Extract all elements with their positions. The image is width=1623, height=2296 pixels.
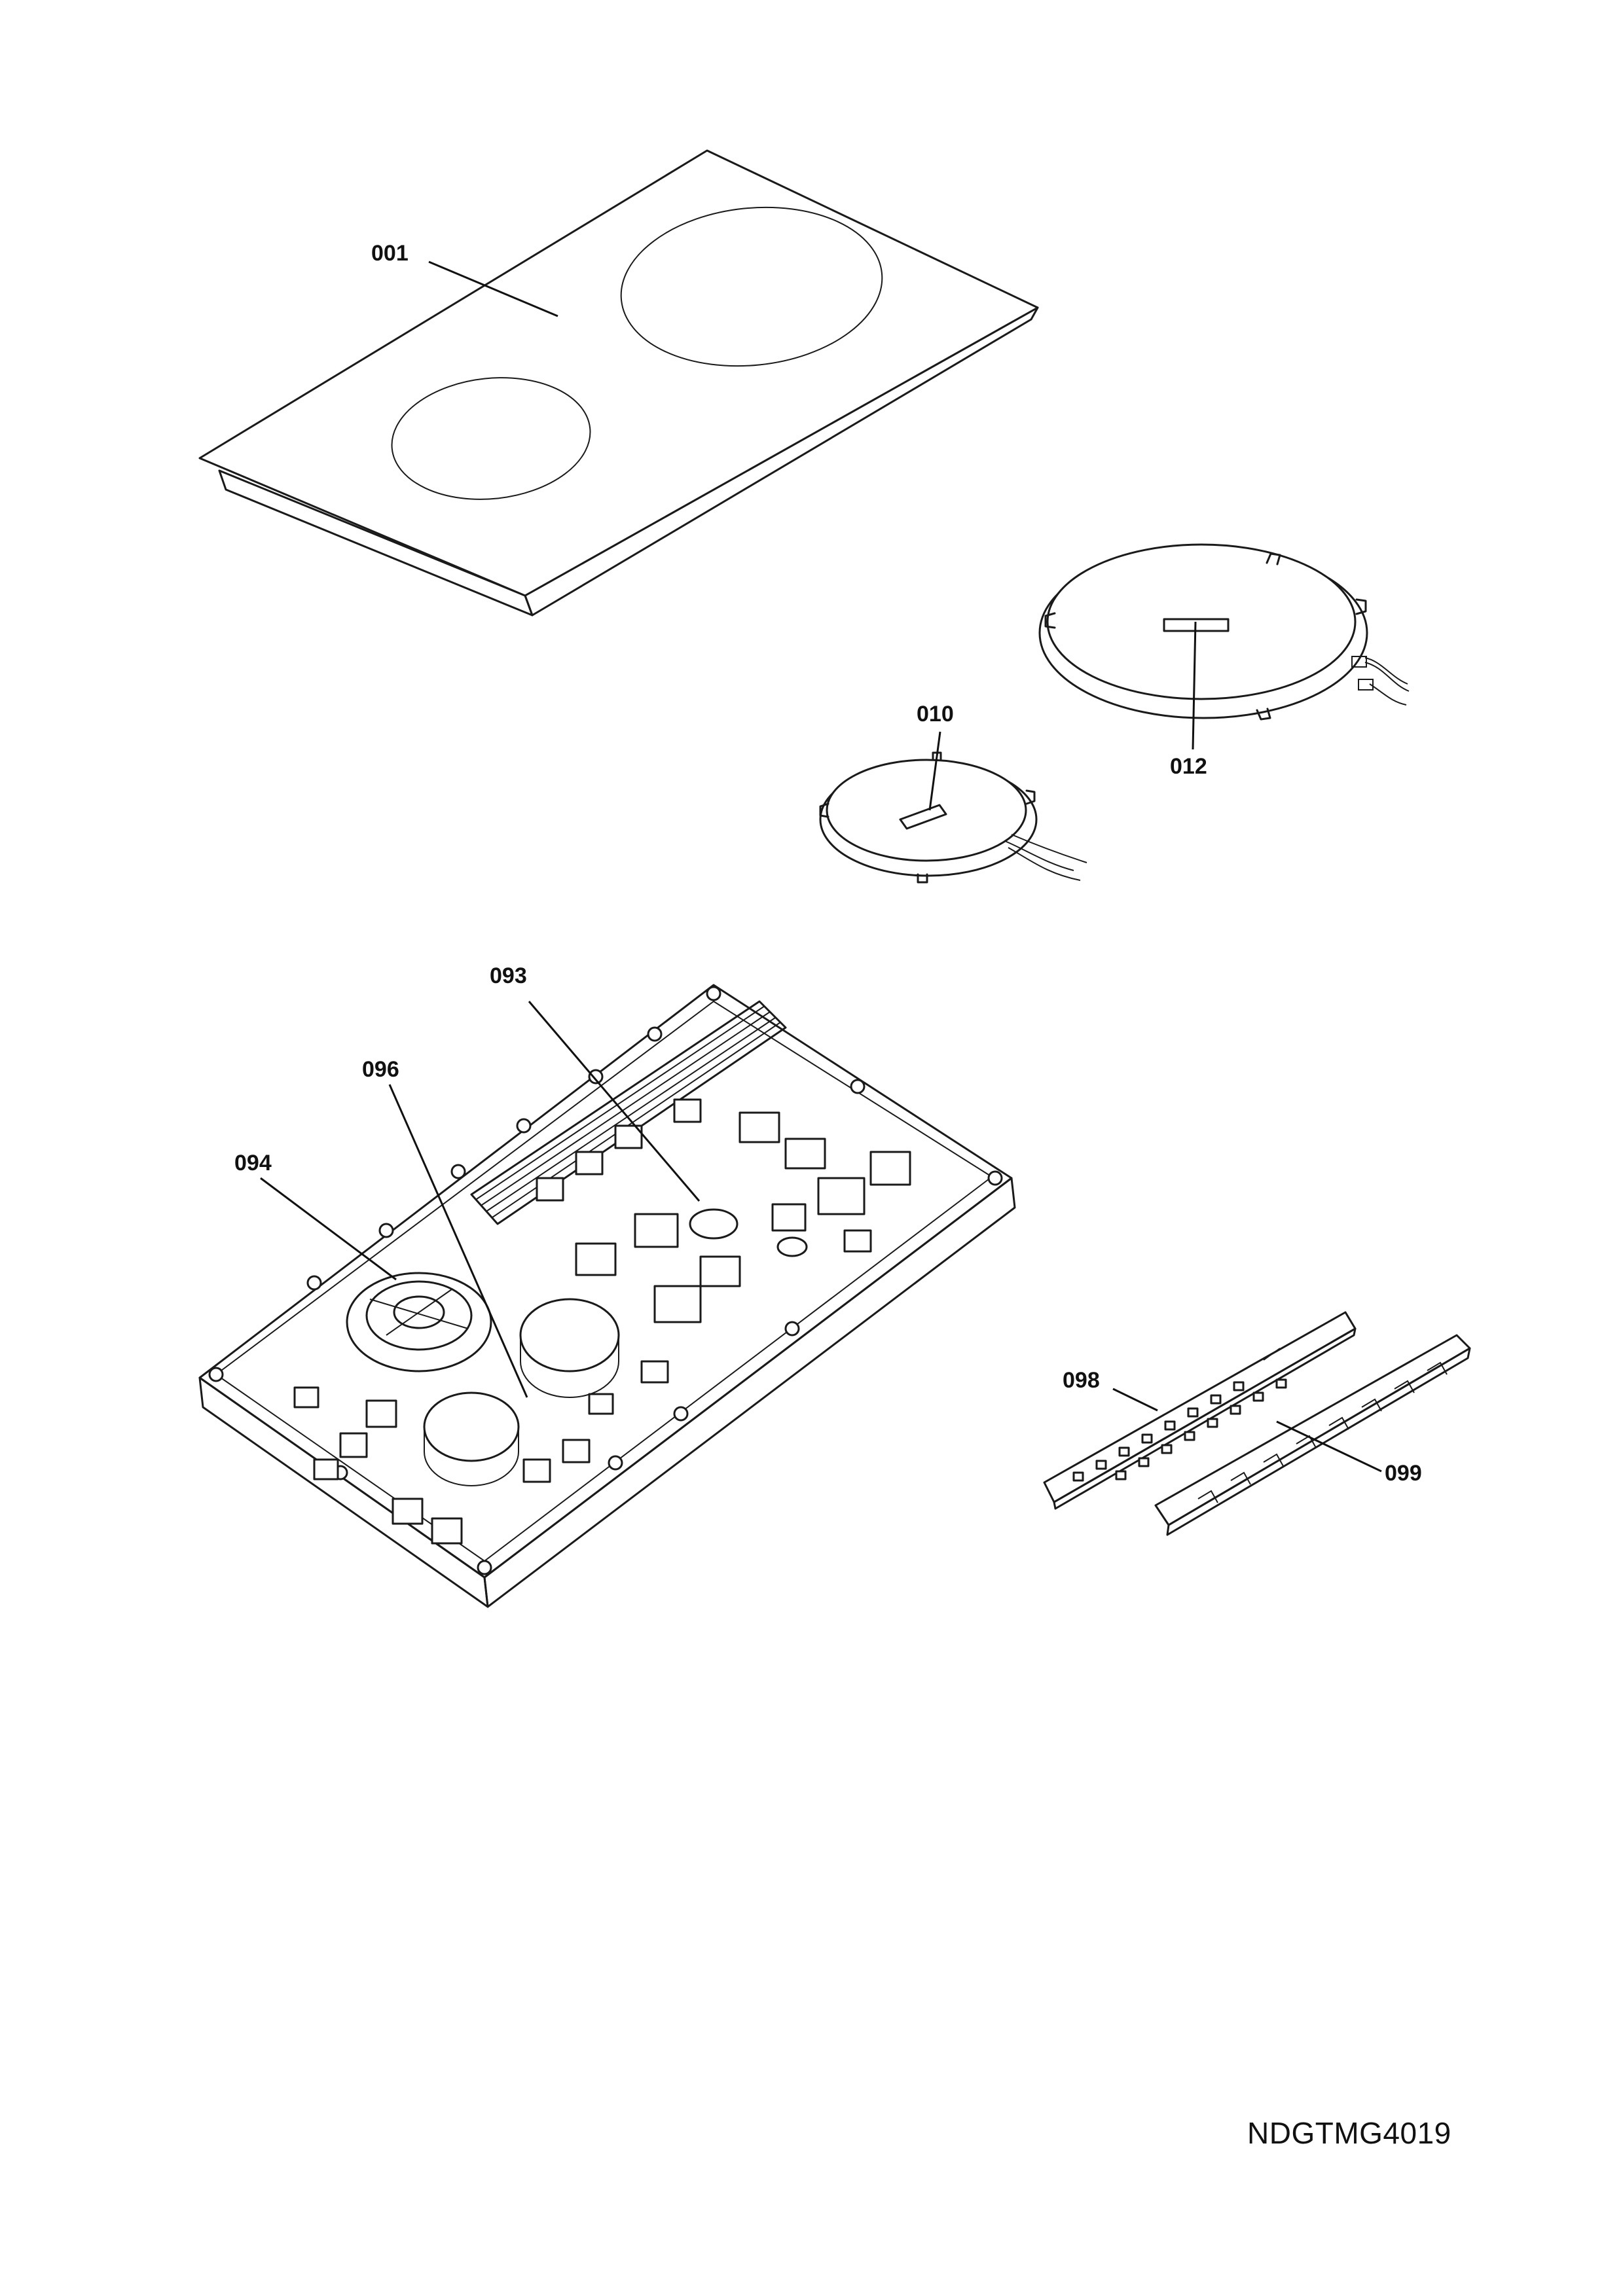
control-board-part <box>1043 1311 1357 1510</box>
large-coil-part <box>1038 543 1410 721</box>
label-control-holder: 099 <box>1385 1461 1422 1486</box>
label-control-board: 098 <box>1063 1368 1100 1393</box>
glass-top-part <box>198 149 1039 617</box>
small-coil-part <box>819 751 1087 884</box>
label-glass-top: 001 <box>371 241 409 266</box>
label-large-coil: 012 <box>1170 754 1207 779</box>
drawing-reference-code: NDGTMG4019 <box>1247 2116 1451 2150</box>
label-power-board: 093 <box>490 963 527 988</box>
label-fan: 094 <box>234 1151 272 1175</box>
control-holder-part <box>1154 1334 1471 1536</box>
label-small-coil: 010 <box>917 702 954 726</box>
leader-lines <box>260 260 1382 1473</box>
label-board-part: 096 <box>362 1057 399 1082</box>
power-board-part <box>198 984 1016 1608</box>
